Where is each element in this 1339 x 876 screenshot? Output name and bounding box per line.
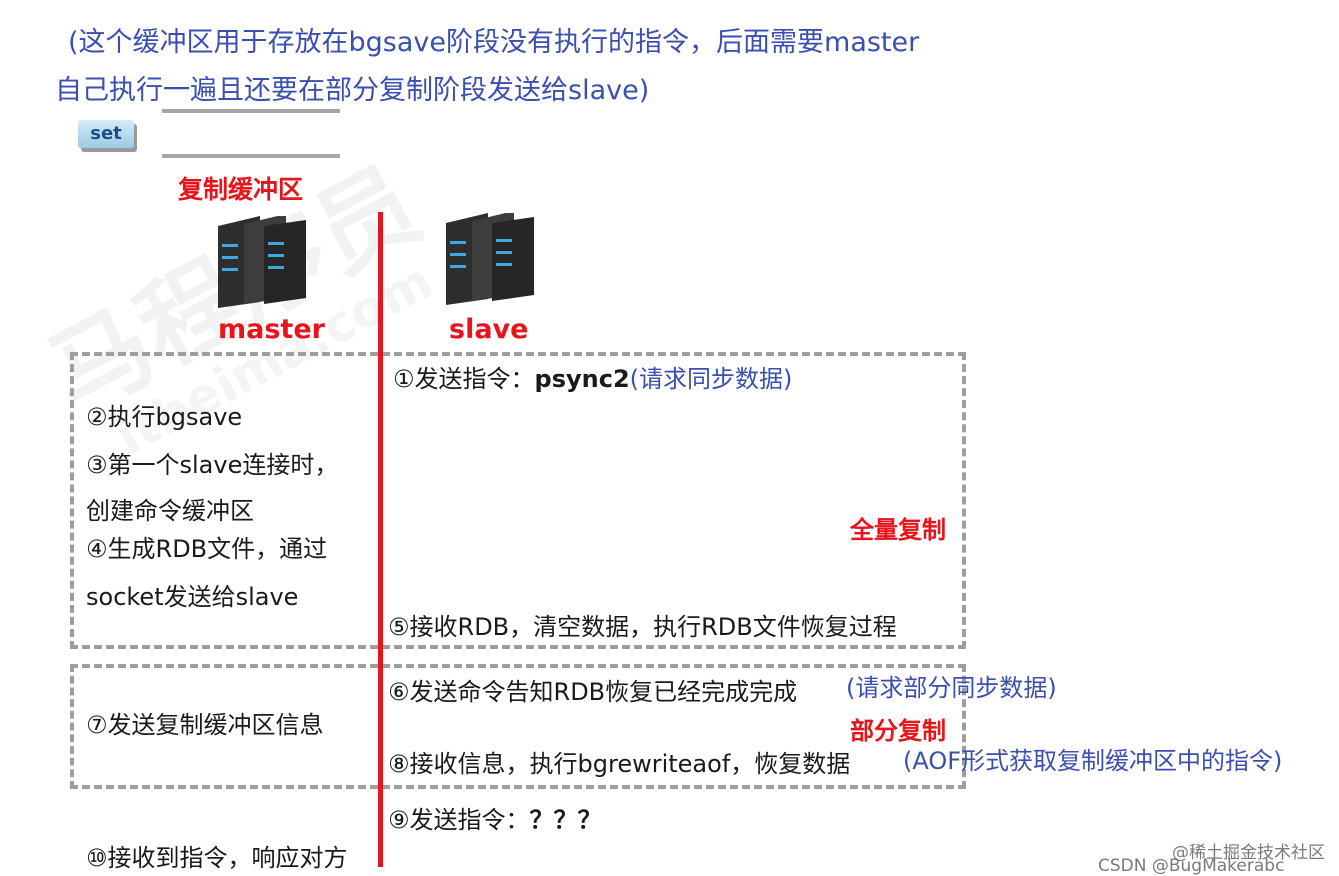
master-server-icon [218, 216, 306, 308]
step-9: ⑨发送指令：？？？ [388, 805, 602, 835]
step-6-note: (请求部分同步数据) [846, 674, 1057, 702]
full-sync-label: 全量复制 [850, 516, 946, 544]
buffer-note-line-2: 自己执行一遍且还要在部分复制阶段发送给slave) [55, 75, 650, 106]
partial-sync-frame [70, 664, 966, 789]
buffer-note-line-1: (这个缓冲区用于存放在bgsave阶段没有执行的指令，后面需要master [68, 27, 920, 58]
slave-label: slave [449, 314, 529, 345]
step-4-line-1: ④生成RDB文件，通过 [86, 535, 328, 563]
step-8: ⑧接收信息，执行bgrewriteaof，恢复数据 [388, 750, 851, 778]
step-3-line-2: 创建命令缓冲区 [86, 497, 254, 525]
buffer-bottom-line [162, 154, 340, 158]
step-9-command: ？？？ [529, 806, 602, 834]
master-label: master [218, 314, 325, 345]
master-slave-divider [378, 212, 383, 867]
step-6-text: ⑥发送命令告知RDB恢复已经完成完成 [388, 678, 798, 706]
csdn-watermark: CSDN @BugMakerabc [1098, 856, 1285, 876]
step-3-line-1: ③第一个slave连接时， [86, 451, 339, 479]
partial-sync-label: 部分复制 [850, 717, 946, 745]
step-9-text: ⑨发送指令： [388, 806, 530, 834]
buffer-top-line [162, 109, 340, 113]
set-command-badge: set [78, 120, 134, 148]
step-1-command: psync2 [534, 365, 630, 393]
step-6: ⑥发送命令告知RDB恢复已经完成完成 [388, 677, 797, 707]
site-watermark: @稀土掘金技术社区 [1172, 843, 1325, 863]
step-1: ①发送指令：psync2(请求同步数据) [393, 364, 792, 394]
step-8-note: (AOF形式获取复制缓冲区中的指令) [903, 747, 1283, 775]
step-7: ⑦发送复制缓冲区信息 [86, 711, 324, 739]
step-2: ②执行bgsave [86, 403, 243, 431]
replication-buffer-title: 复制缓冲区 [178, 175, 304, 204]
step-4-line-2: socket发送给slave [86, 583, 299, 611]
full-sync-frame [70, 352, 966, 649]
step-1-note: (请求同步数据) [629, 365, 793, 393]
step-10: ⑩接收到指令，响应对方 [86, 844, 348, 872]
step-5: ⑤接收RDB，清空数据，执行RDB文件恢复过程 [388, 613, 897, 641]
slave-server-icon [446, 213, 534, 305]
step-1-text: ①发送指令： [393, 365, 535, 393]
